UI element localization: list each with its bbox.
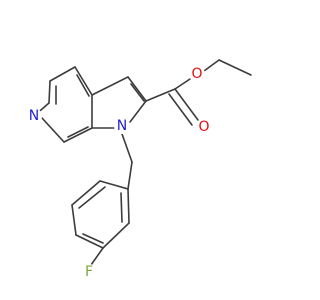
- bond-c2-carbonyl: [145, 88, 176, 102]
- bond-carbonyl-o: [174, 88, 199, 121]
- bond-ar-5: [102, 222, 130, 249]
- bond-ar-1: [99, 180, 129, 190]
- atom-nitrogen-pyridine: N: [26, 108, 42, 124]
- atom-oxygen-ester: O: [189, 66, 205, 82]
- bond-ar-double-3: [120, 192, 123, 223]
- bond-carbonyl-o-ester: [174, 78, 191, 90]
- bond-double-pyrrole: [130, 83, 145, 102]
- bond-c3a-c5: [74, 66, 93, 96]
- structure-canvas: N N O O F: [26, 59, 252, 280]
- bond-ar-double-1: [78, 186, 106, 209]
- bond-c7-c7a: [63, 127, 93, 143]
- atom-nitrogen-pyrrole: N: [114, 118, 130, 134]
- bond-ar-3: [71, 204, 77, 236]
- bonds-layer: [33, 59, 252, 266]
- atom-label-n-pyridine: N: [29, 108, 39, 124]
- bond-c2-n1: [129, 100, 147, 123]
- bond-ch2-ch3: [218, 59, 252, 76]
- bond-n6-c7: [41, 117, 65, 143]
- bond-ar-6: [127, 188, 130, 224]
- bond-n1-ch2: [121, 133, 133, 163]
- atom-fluorine: F: [81, 264, 97, 280]
- bond-double-carbonyl: [168, 93, 193, 126]
- bond-double-pyridine-2: [67, 126, 89, 138]
- atom-oxygen-carbonyl: O: [196, 119, 212, 135]
- bond-o-ester-ch2: [203, 59, 220, 72]
- atom-label-n-pyrrole: N: [117, 118, 127, 134]
- atom-label-o-ester: O: [191, 66, 202, 82]
- bond-ar-4: [75, 234, 104, 249]
- bond-c3-c2: [127, 76, 147, 102]
- molecule-drawing: N N O O F: [26, 59, 252, 280]
- bond-c4-n6: [48, 80, 51, 104]
- bond-c-f: [90, 247, 104, 266]
- bond-ar-double-2: [82, 233, 104, 244]
- atom-label-fluorine: F: [85, 264, 93, 280]
- atom-label-o-carbonyl: O: [198, 119, 209, 135]
- atoms-layer: N N O O F: [26, 66, 212, 280]
- bond-ar-2: [71, 180, 101, 206]
- bond-c3a-c3: [91, 76, 129, 96]
- bond-ch2-aryl: [127, 161, 133, 190]
- bond-c5-c4: [49, 66, 76, 82]
- bond-double-pyridine-3: [76, 74, 90, 97]
